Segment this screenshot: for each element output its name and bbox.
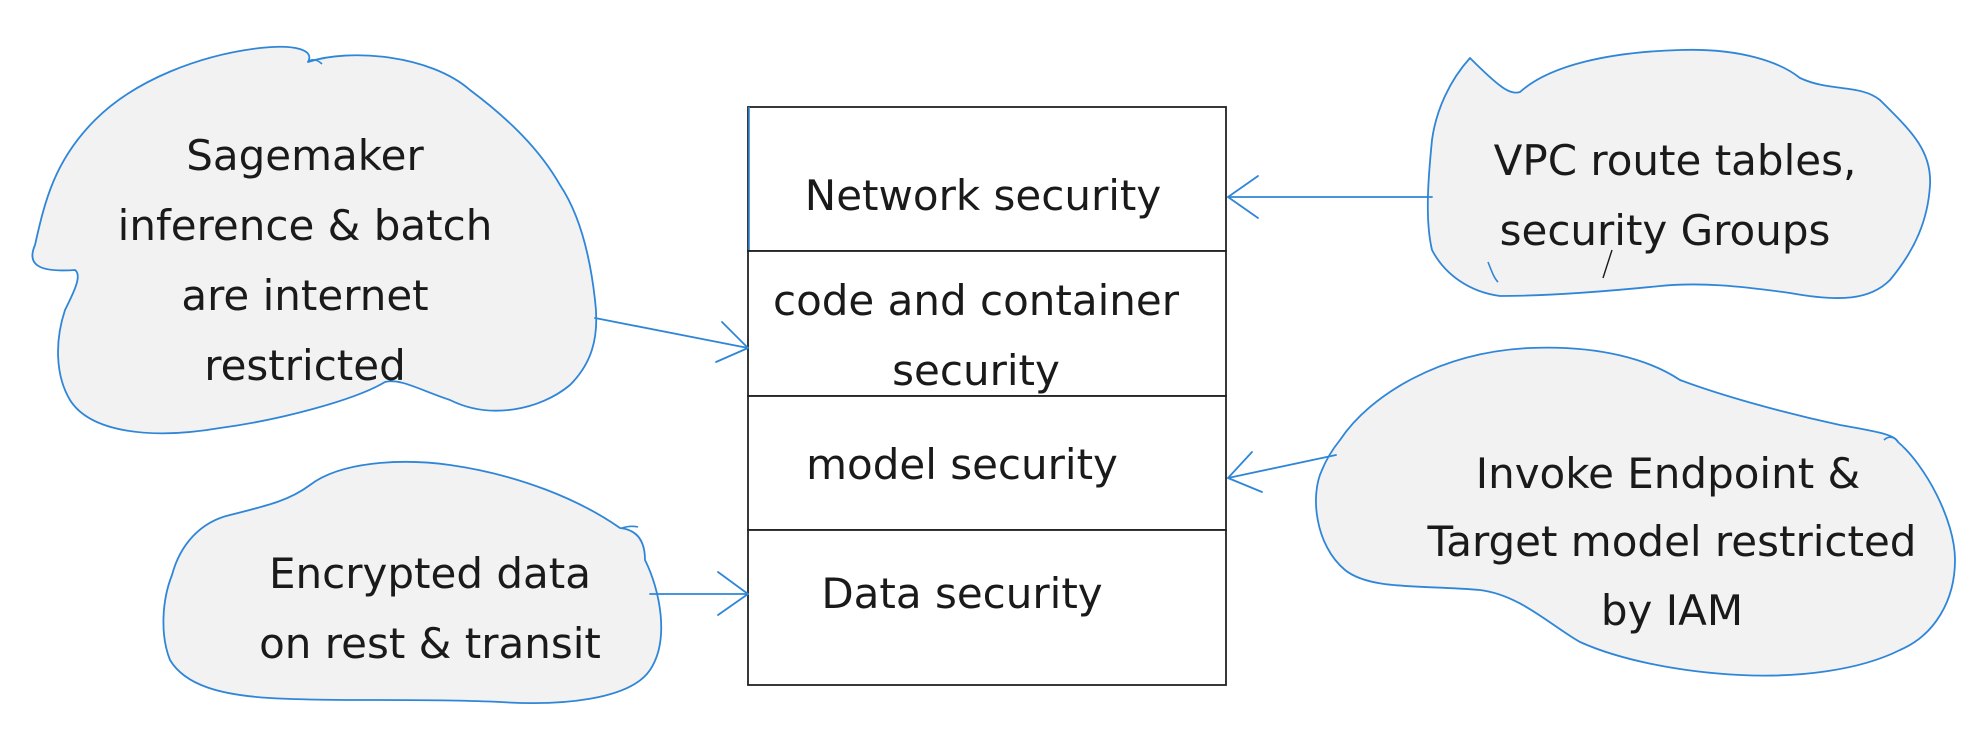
arrow-vpc-to-network-head [1227,175,1259,219]
pen-scribble-encrypted [621,525,639,529]
security-layer-stack: Network security code and container secu… [747,106,1227,686]
arrow-invoke-to-model [1227,451,1337,493]
layer-data-box [747,529,1227,686]
cloud-encrypted-line1: Encrypted data [269,549,591,598]
arrow-encrypted-to-data [649,571,749,616]
arrow-encrypted-to-data-head [717,571,749,616]
cloud-encrypted: Encrypted data on rest & transit [162,460,663,704]
cloud-invoke: Invoke Endpoint & Target model restricte… [1315,346,1956,677]
layer-network-box [747,106,1227,252]
cloud-encrypted-line2: on rest & transit [259,619,601,668]
layer-model-box [747,395,1227,531]
arrow-sagemaker-to-code [594,317,749,363]
pen-scribble-invoke [1883,436,1899,443]
cloud-invoke-shape [1315,346,1956,677]
arrow-vpc-to-network [1227,175,1433,219]
cloud-encrypted-shape [162,460,663,704]
pen-scribble-vpc [1487,261,1499,283]
arrow-invoke-to-model-shaft [1227,454,1337,479]
arrow-sagemaker-to-code-head [715,321,749,363]
layer-network-label: Network security [805,171,1161,220]
layer-model-label: model security [806,440,1118,489]
cloud-invoke-line3: by IAM [1601,586,1743,635]
cloud-vpc: VPC route tables, security Groups [1426,48,1931,300]
arrow-sagemaker-to-code-shaft [594,317,749,349]
cloud-sagemaker: Sagemaker inference & batch are internet… [31,45,598,435]
cloud-invoke-line2: Target model restricted [1427,517,1917,566]
cloud-vpc-line2: security Groups [1500,206,1831,255]
cloud-sagemaker-line2: inference & batch [118,201,493,250]
layer-code-label-line2: security [892,346,1060,395]
cloud-sagemaker-line1: Sagemaker [186,131,424,180]
pen-tick-mark [1602,249,1613,279]
arrow-invoke-to-model-head [1227,451,1263,493]
layer-data-label: Data security [821,569,1102,618]
layer-code-box [747,250,1227,397]
pen-scribble-sagemaker [307,59,323,65]
cloud-vpc-line1: VPC route tables, [1494,136,1857,185]
cloud-vpc-shape [1426,48,1931,300]
cloud-invoke-line1: Invoke Endpoint & [1476,449,1861,498]
layer-code-label-line1: code and container [773,276,1180,325]
cloud-sagemaker-line3: are internet [181,271,428,320]
cloud-sagemaker-line4: restricted [204,341,406,390]
cloud-sagemaker-shape [31,45,598,435]
